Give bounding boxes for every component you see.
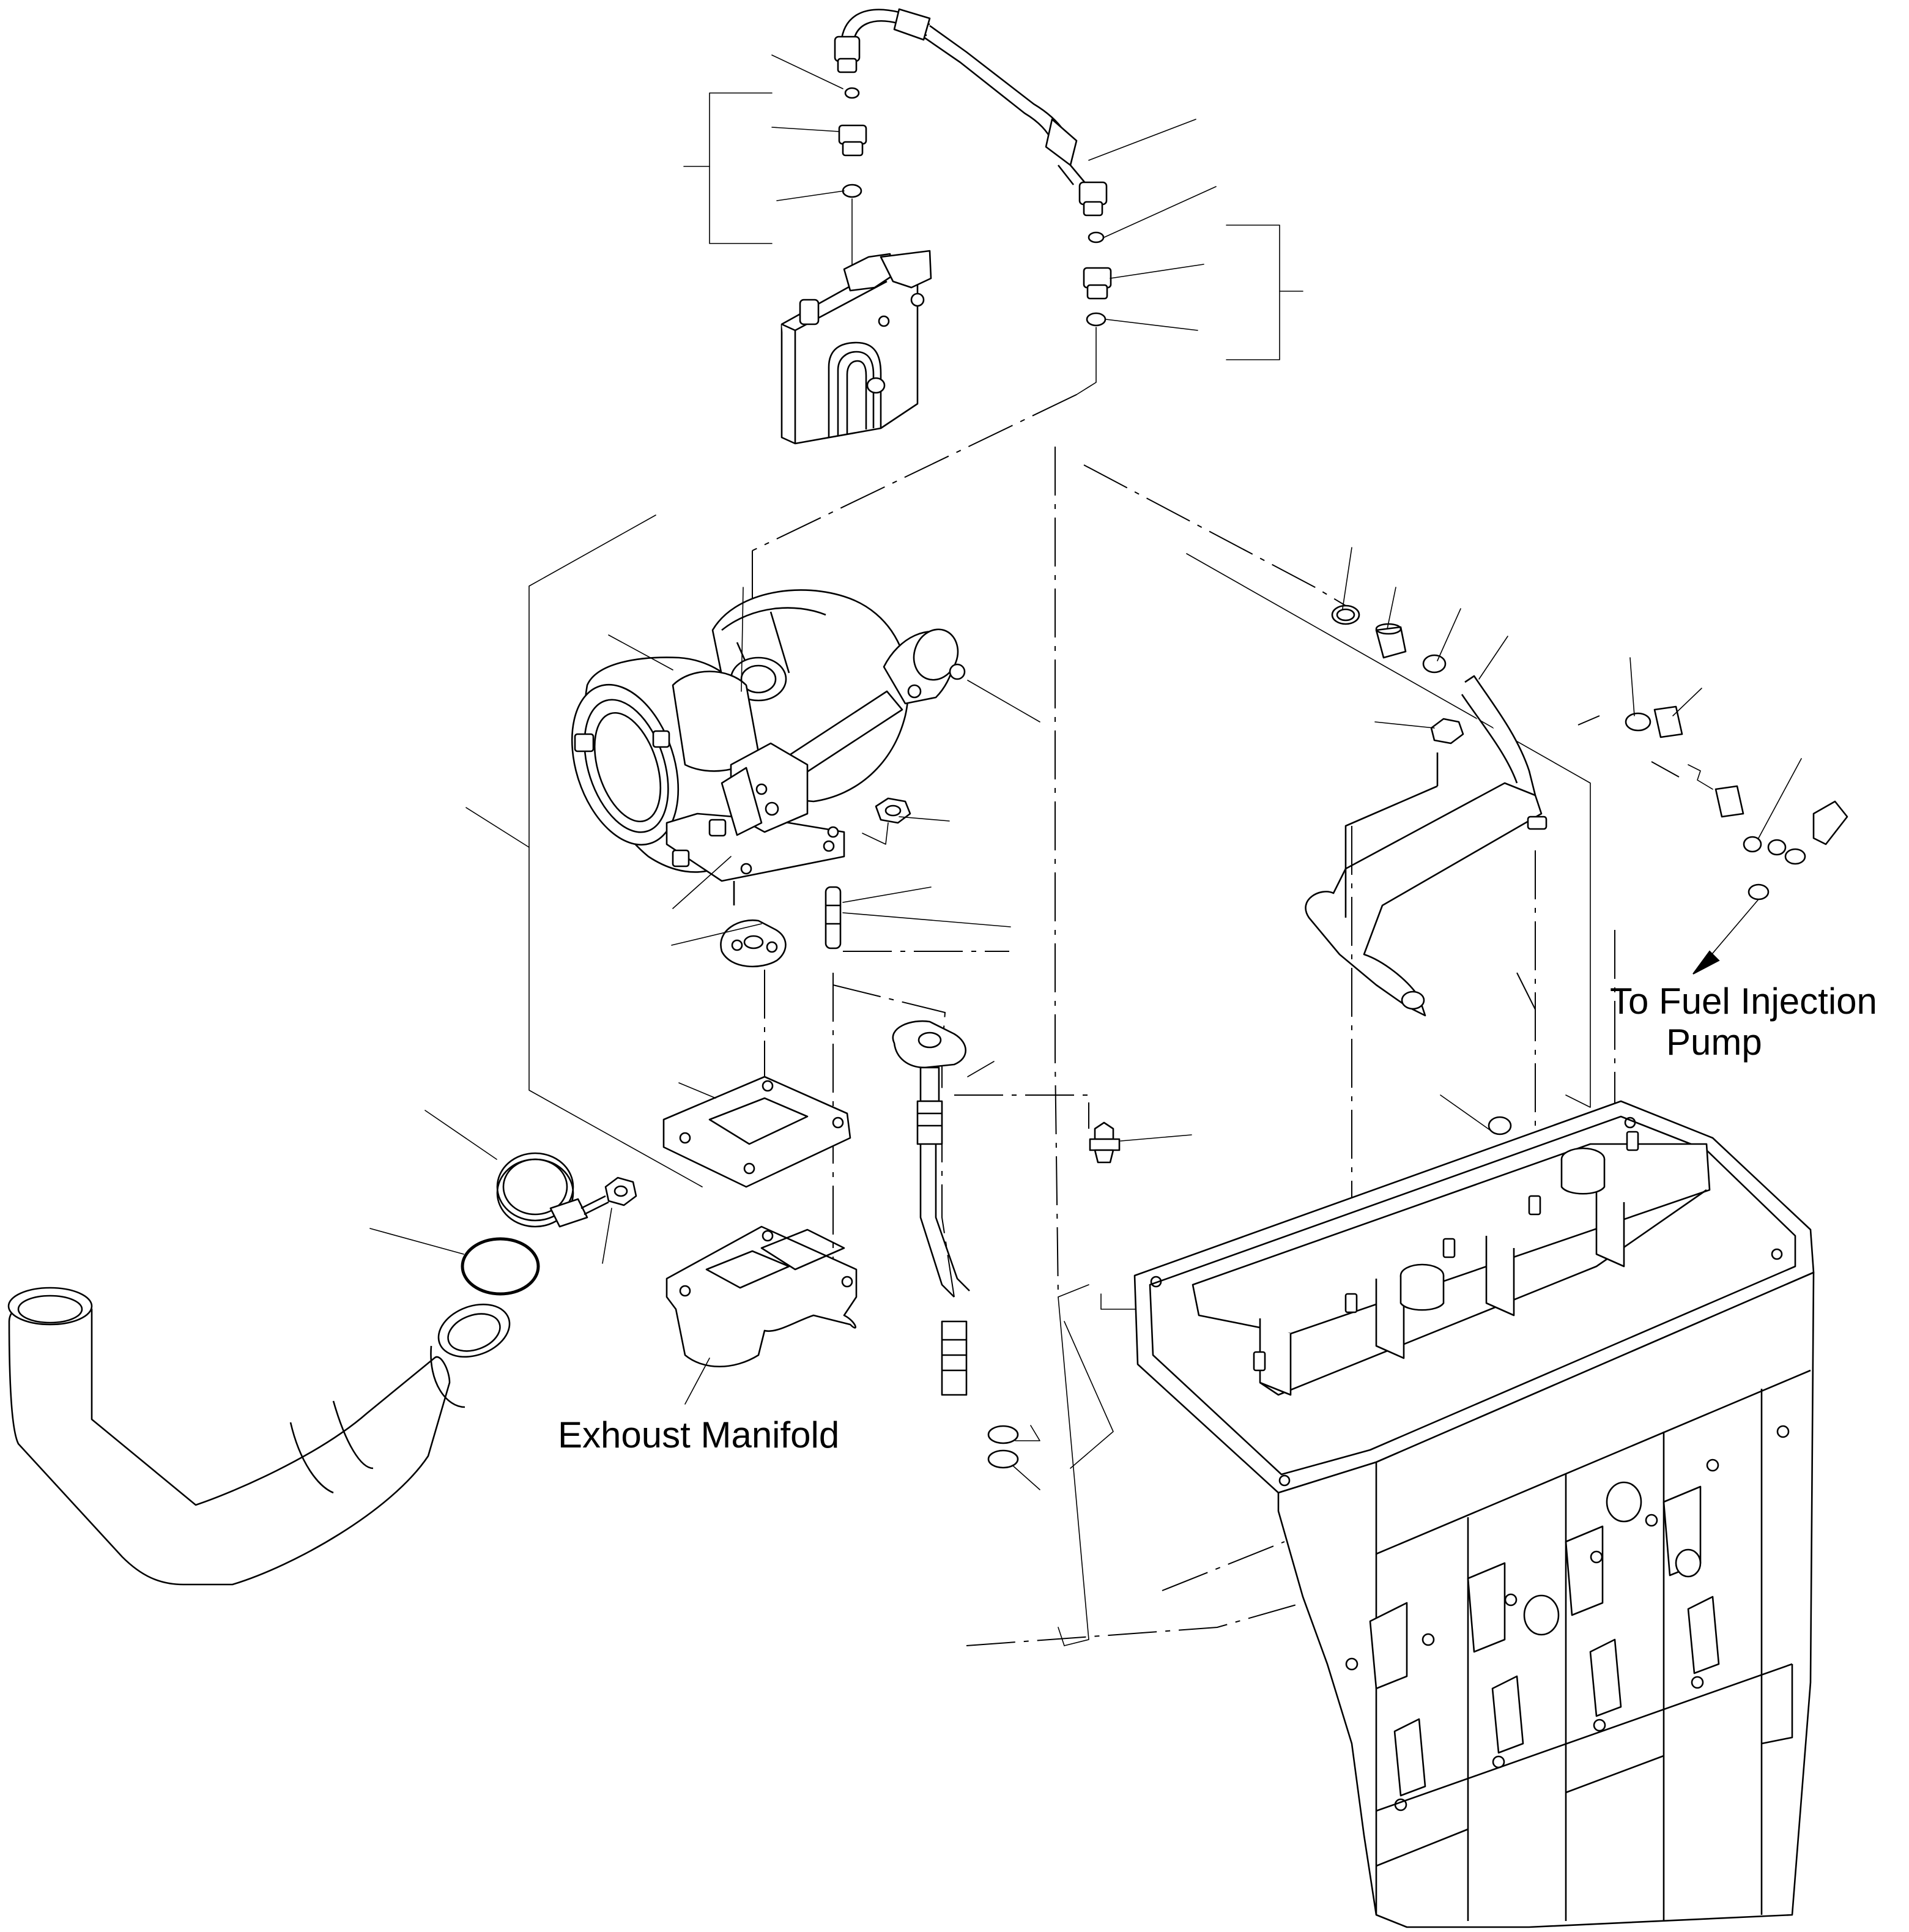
flange-bolt bbox=[1089, 1121, 1121, 1164]
banjo-fitting-stack-right bbox=[1076, 231, 1112, 395]
clamp-nut bbox=[604, 1176, 637, 1206]
return-tube bbox=[1305, 675, 1548, 1017]
fuel-arrow bbox=[1692, 899, 1759, 975]
bracket-top-left bbox=[683, 92, 773, 244]
fuel-line-parts bbox=[1625, 705, 1848, 901]
leader-lines-top bbox=[771, 54, 1217, 331]
drain-o-rings bbox=[987, 1425, 1019, 1469]
banjo-fitting-stack-left bbox=[838, 87, 867, 288]
inlet-plug bbox=[1488, 1116, 1512, 1135]
actuator-module bbox=[780, 250, 932, 445]
fuel-injection-label-line1: To Fuel Injection bbox=[1610, 981, 1877, 1022]
fuel-injection-label-line2: Pump bbox=[1666, 1022, 1762, 1063]
stud-bolt bbox=[825, 886, 842, 949]
fuel-injection-pump-label: To Fuel Injection Pump bbox=[1610, 981, 1877, 1063]
drain-tube bbox=[892, 1020, 970, 1396]
flange-nut bbox=[862, 797, 911, 845]
hose-clamp-2 bbox=[1422, 654, 1447, 674]
air-intake-pipe bbox=[7, 1287, 511, 1586]
o-ring bbox=[461, 1237, 540, 1296]
leader-lines-middle bbox=[369, 547, 1802, 1490]
turbocharger bbox=[571, 589, 966, 905]
group-outline-lines bbox=[465, 515, 1591, 1646]
exhaust-manifold-label: Exhoust Manifold bbox=[558, 1414, 840, 1455]
flange-nut-right bbox=[1430, 718, 1464, 745]
hose-clamp-1 bbox=[1331, 604, 1360, 625]
drain-gasket bbox=[720, 919, 787, 968]
exhaust-manifold bbox=[665, 1225, 858, 1368]
v-band-clamp bbox=[496, 1152, 609, 1228]
hose-segment-1 bbox=[1375, 623, 1407, 659]
engine-block bbox=[1133, 1100, 1815, 1928]
turbo-gasket bbox=[662, 1076, 851, 1188]
bracket-top-right bbox=[1226, 225, 1303, 360]
oil-supply-tube bbox=[834, 8, 1108, 217]
